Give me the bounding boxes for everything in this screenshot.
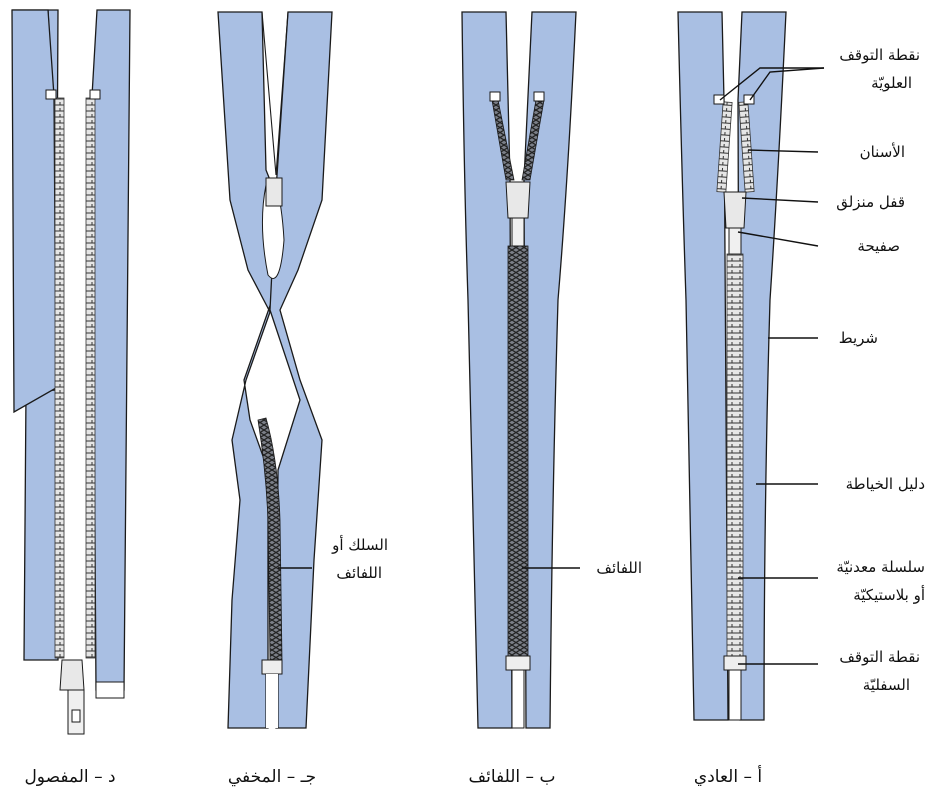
zipper-d-top-stop-right <box>90 90 100 99</box>
label-chain-line2: أو بلاستيكيّة <box>853 585 925 604</box>
zipper-d-box <box>96 682 124 698</box>
caption-b: ب – اللفائف <box>469 767 556 787</box>
label-teeth: الأسنان <box>860 142 905 161</box>
label-top-stop-line1: نقطة التوقف <box>839 46 920 64</box>
zipper-a-standard <box>678 12 786 720</box>
zipper-b-pull-tab <box>512 218 524 246</box>
label-tape: شريط <box>839 329 878 347</box>
label-stitch-guide: دليل الخياطة <box>846 475 925 493</box>
caption-a: أ – العادي <box>694 765 762 787</box>
zipper-a-left-tape <box>678 12 728 720</box>
zipper-b-top-stop-right <box>534 92 544 101</box>
zipper-c-slider <box>266 178 282 206</box>
zipper-c-invisible <box>218 12 332 728</box>
zipper-b-left-tape <box>462 12 512 728</box>
label-pull-tab: صفيحة <box>857 237 900 255</box>
label-bottom-stop-line1: نقطة التوقف <box>839 648 920 666</box>
caption-c: جـ – المخفي <box>228 767 316 787</box>
label-slider: قفل منزلق <box>836 193 905 211</box>
label-top-stop-line2: العلويّة <box>871 74 912 92</box>
label-coil-c-line1: السلك أو <box>331 535 388 554</box>
zipper-b-slider <box>506 182 530 218</box>
zipper-d-left-teeth <box>55 98 64 658</box>
zipper-d-right-teeth <box>86 98 95 658</box>
label-chain-line1: سلسلة معدنيّة <box>836 558 925 576</box>
zipper-a-top-stop-left <box>714 95 724 104</box>
zipper-b-right-tape <box>524 12 576 728</box>
zipper-a-bottom-stop <box>724 656 746 670</box>
zipper-d-separating <box>12 10 130 734</box>
zipper-a-chain <box>727 254 743 656</box>
zipper-b-top-stop-left <box>490 92 500 101</box>
label-coil-c-line2: اللفائف <box>336 564 382 582</box>
zipper-b-bottom-stop <box>506 656 530 670</box>
zipper-d-slider <box>60 660 84 690</box>
zipper-b-coil <box>462 12 576 728</box>
caption-d: د – المفصول <box>24 767 115 787</box>
zipper-d-right-tape <box>92 10 130 690</box>
zipper-c-bottom-stop <box>262 660 282 674</box>
zipper-d-top-stop-left <box>46 90 56 99</box>
label-coil-b: اللفائف <box>596 559 642 577</box>
zipper-c-tape <box>218 12 272 728</box>
zipper-b-coil-strip <box>508 246 528 656</box>
label-bottom-stop-line2: السفليّة <box>863 676 910 694</box>
